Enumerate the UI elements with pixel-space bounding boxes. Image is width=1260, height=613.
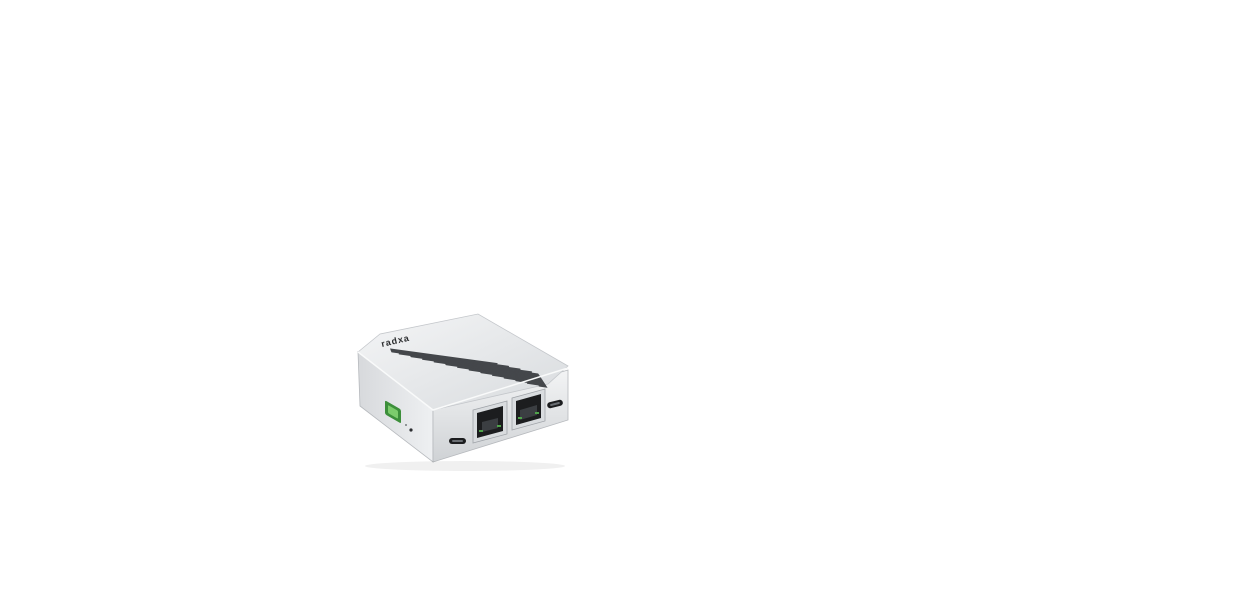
heatsink-fin — [422, 358, 556, 379]
edge-highlight — [357, 351, 569, 411]
heatsink-fin — [550, 387, 618, 409]
heatsink-fin — [398, 353, 533, 373]
status-led-icon — [409, 428, 413, 432]
ethernet-port-wan-icon — [511, 388, 546, 431]
ethernet-port-lan-icon — [472, 400, 508, 444]
heatsink-fin — [375, 347, 510, 368]
device-shadow — [365, 461, 565, 471]
side-connector-icon — [385, 400, 401, 423]
heatsink-fin — [387, 350, 521, 371]
reset-hole-icon — [405, 424, 407, 426]
usb-c-power-port-icon — [547, 399, 563, 409]
usb-c-port-icon — [449, 438, 466, 444]
heatsink-fin — [410, 355, 544, 376]
